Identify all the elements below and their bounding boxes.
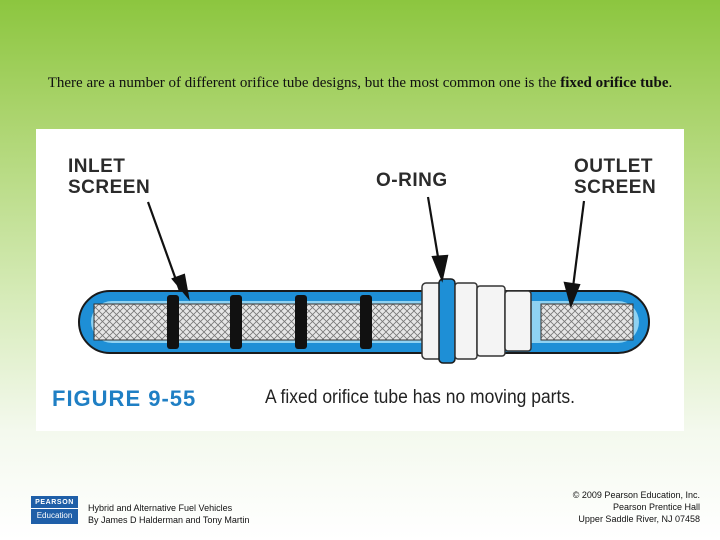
pearson-logo: PEARSON Education xyxy=(31,496,78,524)
inlet-screen-label: INLET SCREEN xyxy=(68,156,150,198)
inlet-label-line2: SCREEN xyxy=(68,177,151,198)
intro-text: There are a number of different orifice … xyxy=(47,75,561,91)
band-2 xyxy=(230,295,242,349)
body-section-4 xyxy=(504,290,532,352)
orifice-tube-illustration xyxy=(78,196,650,364)
outlet-label-line2: SCREEN xyxy=(574,177,657,198)
intro-end: . xyxy=(668,75,673,91)
band-4 xyxy=(360,295,372,349)
intro-bold-term: fixed orifice tube xyxy=(560,75,669,91)
outlet-screen-label: OUTLET SCREEN xyxy=(574,156,656,198)
figure-caption: A fixed orifice tube has no moving parts… xyxy=(265,387,575,408)
band-3 xyxy=(295,295,307,349)
publisher-line: Pearson Prentice Hall xyxy=(612,502,700,512)
outlet-screen-mesh xyxy=(540,303,634,341)
copyright-line: © 2009 Pearson Education, Inc. xyxy=(572,490,700,500)
book-authors: By James D Halderman and Tony Martin xyxy=(88,515,250,525)
location-line: Upper Saddle River, NJ 07458 xyxy=(578,514,700,524)
book-credits: Hybrid and Alternative Fuel Vehicles By … xyxy=(88,502,249,526)
oring xyxy=(438,278,456,364)
slide-body-text: There are a number of different orifice … xyxy=(40,73,680,94)
orifice-tube-figure: INLET SCREEN O-RING OUTLET SCREEN FIGURE… xyxy=(36,129,684,431)
figure-number: FIGURE 9-55 xyxy=(52,386,197,411)
book-title: Hybrid and Alternative Fuel Vehicles xyxy=(88,503,233,513)
inlet-screen-mesh xyxy=(93,303,425,341)
body-section-3 xyxy=(476,285,506,357)
band-1 xyxy=(167,295,179,349)
logo-top-text: PEARSON xyxy=(31,496,78,509)
logo-bottom-text: Education xyxy=(36,511,73,520)
oring-label: O-RING xyxy=(376,170,448,191)
inlet-label-line1: INLET xyxy=(68,156,126,177)
copyright-block: © 2009 Pearson Education, Inc. Pearson P… xyxy=(573,489,700,525)
outlet-label-line1: OUTLET xyxy=(574,156,653,177)
body-section-2 xyxy=(454,282,478,360)
